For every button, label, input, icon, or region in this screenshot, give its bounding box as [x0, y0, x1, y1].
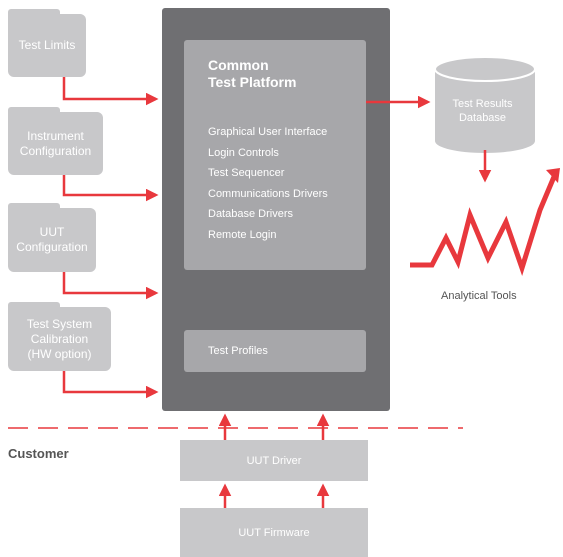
- customer-label: Customer: [8, 446, 69, 461]
- database-label: Test Results Database: [452, 98, 513, 124]
- feature-item: Test Sequencer: [208, 167, 285, 179]
- test-profiles-label: Test Profiles: [208, 345, 268, 357]
- test-profiles-box: Test Profiles: [184, 330, 366, 372]
- test-system-calibration-label: Test System Calibration (HW option): [26, 316, 93, 361]
- feature-item: Login Controls: [208, 146, 279, 159]
- arrow-uut-config: [62, 272, 159, 300]
- instrument-configuration-folder: Instrument Configuration: [8, 107, 103, 175]
- arrow-calibration: [62, 371, 159, 399]
- platform-feature-list: Graphical User Interface Login Controls …: [208, 122, 328, 245]
- feature-item: Remote Login: [208, 228, 277, 241]
- common-test-platform-box: Common Test Platform Graphical User Inte…: [184, 40, 366, 270]
- uut-driver-label: UUT Driver: [246, 454, 302, 467]
- uut-configuration-folder: UUT Configuration: [8, 203, 96, 272]
- test-limits-folder: Test Limits: [8, 9, 86, 77]
- test-limits-label: Test Limits: [18, 38, 76, 52]
- uut-configuration-label: UUT Configuration: [16, 225, 88, 254]
- uut-firmware-label: UUT Firmware: [238, 526, 310, 539]
- analytics-graph: [410, 171, 559, 276]
- feature-item: Graphical User Interface: [208, 126, 328, 138]
- analytical-tools-label: Analytical Tools: [441, 290, 517, 302]
- arrow-instrument-config: [62, 175, 159, 202]
- uut-firmware-box: UUT Firmware: [180, 508, 368, 557]
- feature-item: Database Drivers: [208, 208, 293, 220]
- analytics-arrowhead: [546, 168, 560, 183]
- arrow-test-limits: [62, 77, 159, 106]
- database-icon: [434, 56, 536, 153]
- platform-title: Common Test Platform: [208, 57, 297, 90]
- uut-driver-box: UUT Driver: [180, 440, 368, 481]
- feature-item: Communications Drivers: [208, 187, 328, 200]
- instrument-configuration-label: Instrument Configuration: [19, 128, 92, 158]
- test-system-calibration-folder: Test System Calibration (HW option): [8, 302, 111, 371]
